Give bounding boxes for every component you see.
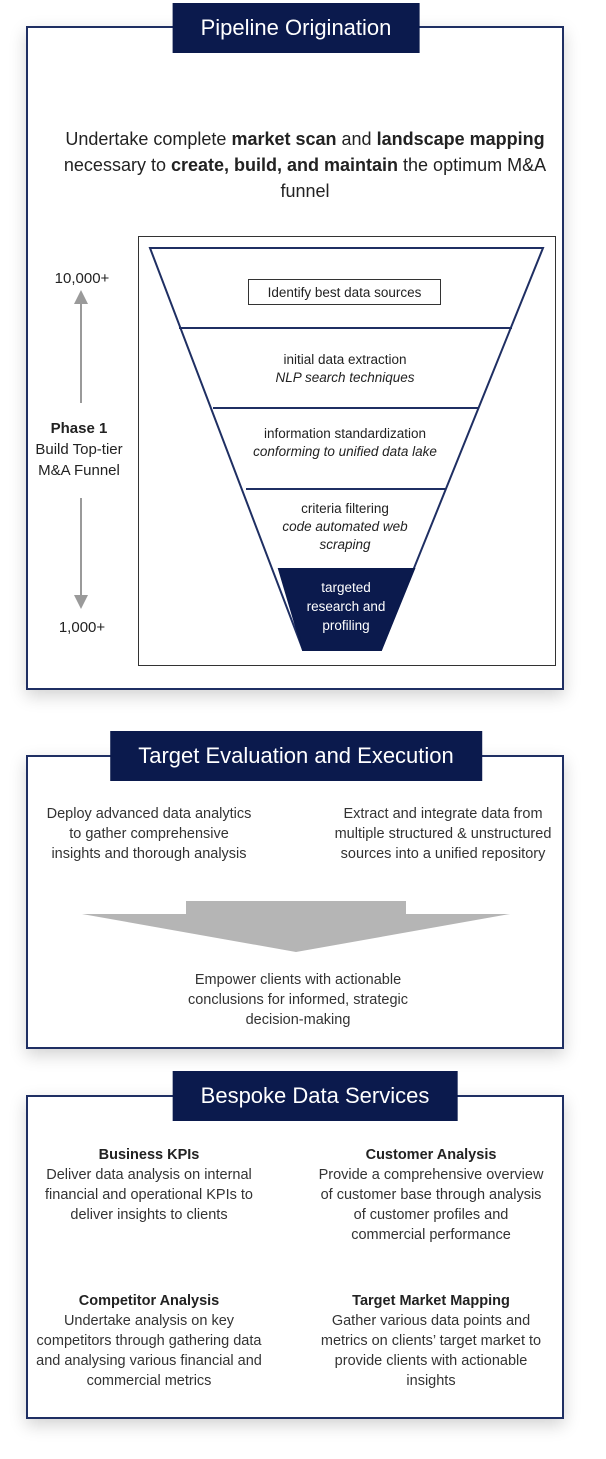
funnel-stage-1: Identify best data sources [248, 279, 441, 305]
top-count: 10,000+ [54, 270, 110, 287]
bespoke-services-card [26, 1095, 564, 1419]
phase-label: Phase 1 Build Top-tier M&A Funnel [24, 418, 134, 481]
funnel-stage-4: criteria filtering code automated web sc… [282, 501, 408, 552]
funnel-stage-2: initial data extraction NLP search techn… [275, 352, 415, 385]
service-target-market-mapping: Target Market Mapping Gather various dat… [320, 1293, 542, 1389]
bottom-count: 1,000+ [58, 619, 106, 636]
funnel-diagram [148, 247, 545, 651]
down-arrow-icon [74, 498, 88, 609]
phase-line1: Build Top-tier [35, 441, 123, 458]
pipeline-intro: Undertake complete market scan and lands… [63, 129, 547, 201]
phase-number: Phase 1 [50, 420, 108, 437]
target-bottom-text: Empower clients with actionable conclusi… [187, 972, 408, 1028]
funnel-stage-3: information standardization conforming t… [253, 426, 437, 459]
target-left-text: Deploy advanced data analytics to gather… [46, 806, 252, 862]
target-evaluation-title: Target Evaluation and Execution [110, 731, 482, 781]
target-right-text: Extract and integrate data from multiple… [334, 806, 552, 862]
pipeline-origination-title: Pipeline Origination [172, 3, 420, 53]
bespoke-services-title: Bespoke Data Services [172, 1071, 458, 1121]
service-customer-analysis: Customer Analysis Provide a comprehensiv… [318, 1147, 544, 1243]
up-arrow-icon [74, 290, 88, 403]
service-business-kpis: Business KPIs Deliver data analysis on i… [45, 1147, 253, 1223]
phase-line2: M&A Funnel [38, 462, 120, 479]
merge-arrow-icon [82, 901, 510, 952]
funnel-bottom-segment [277, 568, 416, 651]
service-competitor-analysis: Competitor Analysis Undertake analysis o… [36, 1293, 262, 1389]
funnel-stage-5: targeted research and profiling [306, 580, 386, 633]
